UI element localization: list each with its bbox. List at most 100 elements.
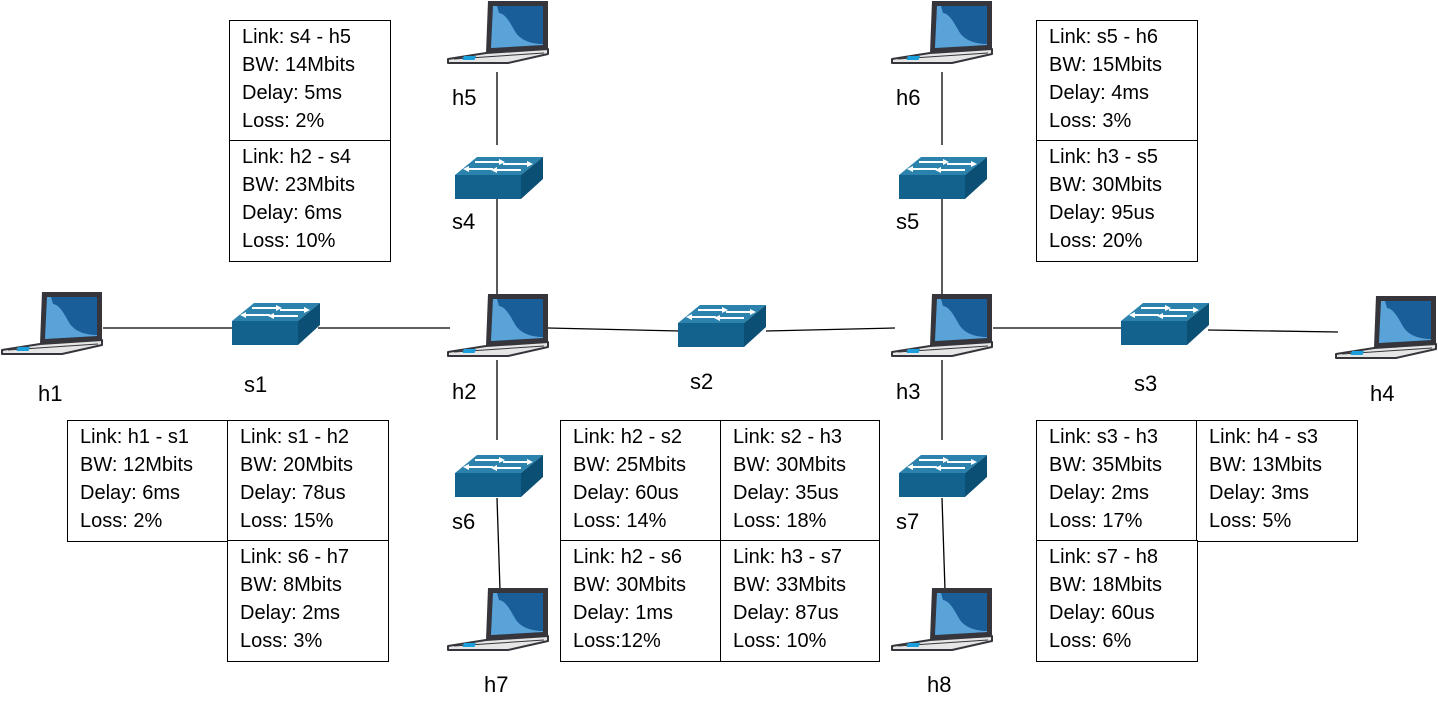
loss: Loss: 3% — [1049, 110, 1132, 132]
laptop-icon-h6 — [891, 0, 993, 64]
delay: Delay: 5ms — [242, 82, 343, 104]
loss: Loss: 6% — [1049, 630, 1132, 652]
bandwidth: BW: 25Mbits — [573, 454, 686, 476]
link-name: Link: h4 - s3 — [1209, 426, 1318, 448]
info-box-h2-s6: Link: h2 - s6 BW: 30Mbits Delay: 1ms Los… — [560, 540, 722, 662]
info-box-h2-s2: Link: h2 - s2 BW: 25Mbits Delay: 60us Lo… — [560, 420, 722, 542]
info-box-h3-s5: Link: h3 - s5 BW: 30Mbits Delay: 95us Lo… — [1036, 140, 1198, 262]
bandwidth: BW: 30Mbits — [1049, 174, 1162, 196]
delay: Delay: 60us — [1049, 602, 1155, 624]
info-box-h2-s4: Link: h2 - s4 BW: 23Mbits Delay: 6ms Los… — [229, 140, 391, 262]
bandwidth: BW: 33Mbits — [733, 574, 846, 596]
delay: Delay: 95us — [1049, 202, 1155, 224]
label-s2: s2 — [690, 369, 714, 394]
loss: Loss: 14% — [573, 510, 667, 532]
link-name: Link: s2 - h3 — [733, 426, 842, 448]
info-box-s7-h8: Link: s7 - h8 BW: 18Mbits Delay: 60us Lo… — [1036, 540, 1198, 662]
info-box-h3-s7: Link: h3 - s7 BW: 33Mbits Delay: 87us Lo… — [720, 540, 880, 662]
loss: Loss: 10% — [733, 630, 827, 652]
loss: Loss: 3% — [240, 630, 323, 652]
info-box-h4-s3: Link: h4 - s3 BW: 13Mbits Delay: 3ms Los… — [1196, 420, 1358, 542]
loss: Loss: 2% — [242, 110, 325, 132]
delay: Delay: 2ms — [240, 602, 341, 624]
label-s4: s4 — [452, 209, 476, 234]
label-h6: h6 — [896, 85, 921, 110]
switch-icon-s4 — [454, 156, 544, 200]
info-box-h1-s1: Link: h1 - s1 BW: 12Mbits Delay: 6ms Los… — [67, 420, 229, 542]
bandwidth: BW: 23Mbits — [242, 174, 355, 196]
label-s5: s5 — [896, 209, 920, 234]
info-box-s3-h3: Link: s3 - h3 BW: 35Mbits Delay: 2ms Los… — [1036, 420, 1198, 542]
label-h8: h8 — [927, 672, 952, 697]
bandwidth: BW: 35Mbits — [1049, 454, 1162, 476]
bandwidth: BW: 13Mbits — [1209, 454, 1322, 476]
switch-icon-s7 — [898, 454, 988, 498]
switch-icon-s3 — [1120, 302, 1210, 346]
info-box-s6-h7: Link: s6 - h7 BW: 8Mbits Delay: 2ms Loss… — [227, 540, 389, 662]
link-s2-h3 — [765, 327, 896, 332]
link-name: Link: h3 - s7 — [733, 546, 842, 568]
info-box-s4-h5: Link: s4 - h5 BW: 14Mbits Delay: 5ms Los… — [229, 20, 391, 142]
bandwidth: BW: 8Mbits — [240, 574, 342, 596]
bandwidth: BW: 30Mbits — [573, 574, 686, 596]
laptop-icon-h2 — [447, 293, 549, 357]
loss: Loss: 20% — [1049, 230, 1143, 252]
link-name: Link: s1 - h2 — [240, 426, 349, 448]
link-name: Link: s3 - h3 — [1049, 426, 1158, 448]
label-h1: h1 — [38, 381, 63, 406]
label-s1: s1 — [244, 372, 268, 397]
laptop-icon-h8 — [891, 587, 993, 651]
delay: Delay: 35us — [733, 482, 839, 504]
link-name: Link: h2 - s2 — [573, 426, 682, 448]
switch-icon-s6 — [454, 454, 544, 498]
delay: Delay: 3ms — [1209, 482, 1310, 504]
label-h3: h3 — [896, 379, 921, 404]
laptop-icon-h5 — [447, 0, 549, 64]
label-h7: h7 — [484, 672, 509, 697]
label-h2: h2 — [452, 379, 477, 404]
bandwidth: BW: 14Mbits — [242, 54, 355, 76]
delay: Delay: 6ms — [242, 202, 343, 224]
delay: Delay: 1ms — [573, 602, 674, 624]
link-name: Link: s4 - h5 — [242, 26, 351, 48]
info-box-s2-h3: Link: s2 - h3 BW: 30Mbits Delay: 35us Lo… — [720, 420, 880, 542]
delay: Delay: 78us — [240, 482, 346, 504]
bandwidth: BW: 12Mbits — [80, 454, 193, 476]
bandwidth: BW: 15Mbits — [1049, 54, 1162, 76]
bandwidth: BW: 30Mbits — [733, 454, 846, 476]
label-s6: s6 — [452, 509, 476, 534]
label-s7: s7 — [896, 509, 920, 534]
links — [103, 72, 1339, 591]
loss: Loss: 15% — [240, 510, 334, 532]
link-s7-h8 — [941, 497, 946, 591]
delay: Delay: 87us — [733, 602, 839, 624]
bandwidth: BW: 20Mbits — [240, 454, 353, 476]
link-name: Link: s6 - h7 — [240, 546, 349, 568]
loss: Loss: 10% — [242, 230, 336, 252]
link-name: Link: h1 - s1 — [80, 426, 189, 448]
link-name: Link: s5 - h6 — [1049, 26, 1158, 48]
switch-icon-s5 — [898, 156, 988, 200]
link-h2-s2 — [547, 327, 681, 332]
loss: Loss:12% — [573, 630, 661, 652]
link-s6-h7 — [496, 497, 501, 591]
link-name: Link: h2 - s4 — [242, 146, 351, 168]
bandwidth: BW: 18Mbits — [1049, 574, 1162, 596]
link-name: Link: s7 - h8 — [1049, 546, 1158, 568]
laptop-icon-h7 — [447, 587, 549, 651]
loss: Loss: 18% — [733, 510, 827, 532]
delay: Delay: 60us — [573, 482, 679, 504]
link-name: Link: h2 - s6 — [573, 546, 682, 568]
laptop-icon-h4 — [1335, 295, 1437, 359]
delay: Delay: 2ms — [1049, 482, 1150, 504]
info-box-s5-h6: Link: s5 - h6 BW: 15Mbits Delay: 4ms Los… — [1036, 20, 1198, 142]
switch-icon-s2 — [677, 304, 767, 348]
info-box-s1-h2: Link: s1 - h2 BW: 20Mbits Delay: 78us Lo… — [227, 420, 389, 542]
delay: Delay: 6ms — [80, 482, 181, 504]
label-h4: h4 — [1370, 381, 1395, 406]
loss: Loss: 5% — [1209, 510, 1292, 532]
link-s3-h4 — [1207, 329, 1339, 333]
laptop-icon-h3 — [891, 293, 993, 357]
link-name: Link: h3 - s5 — [1049, 146, 1158, 168]
